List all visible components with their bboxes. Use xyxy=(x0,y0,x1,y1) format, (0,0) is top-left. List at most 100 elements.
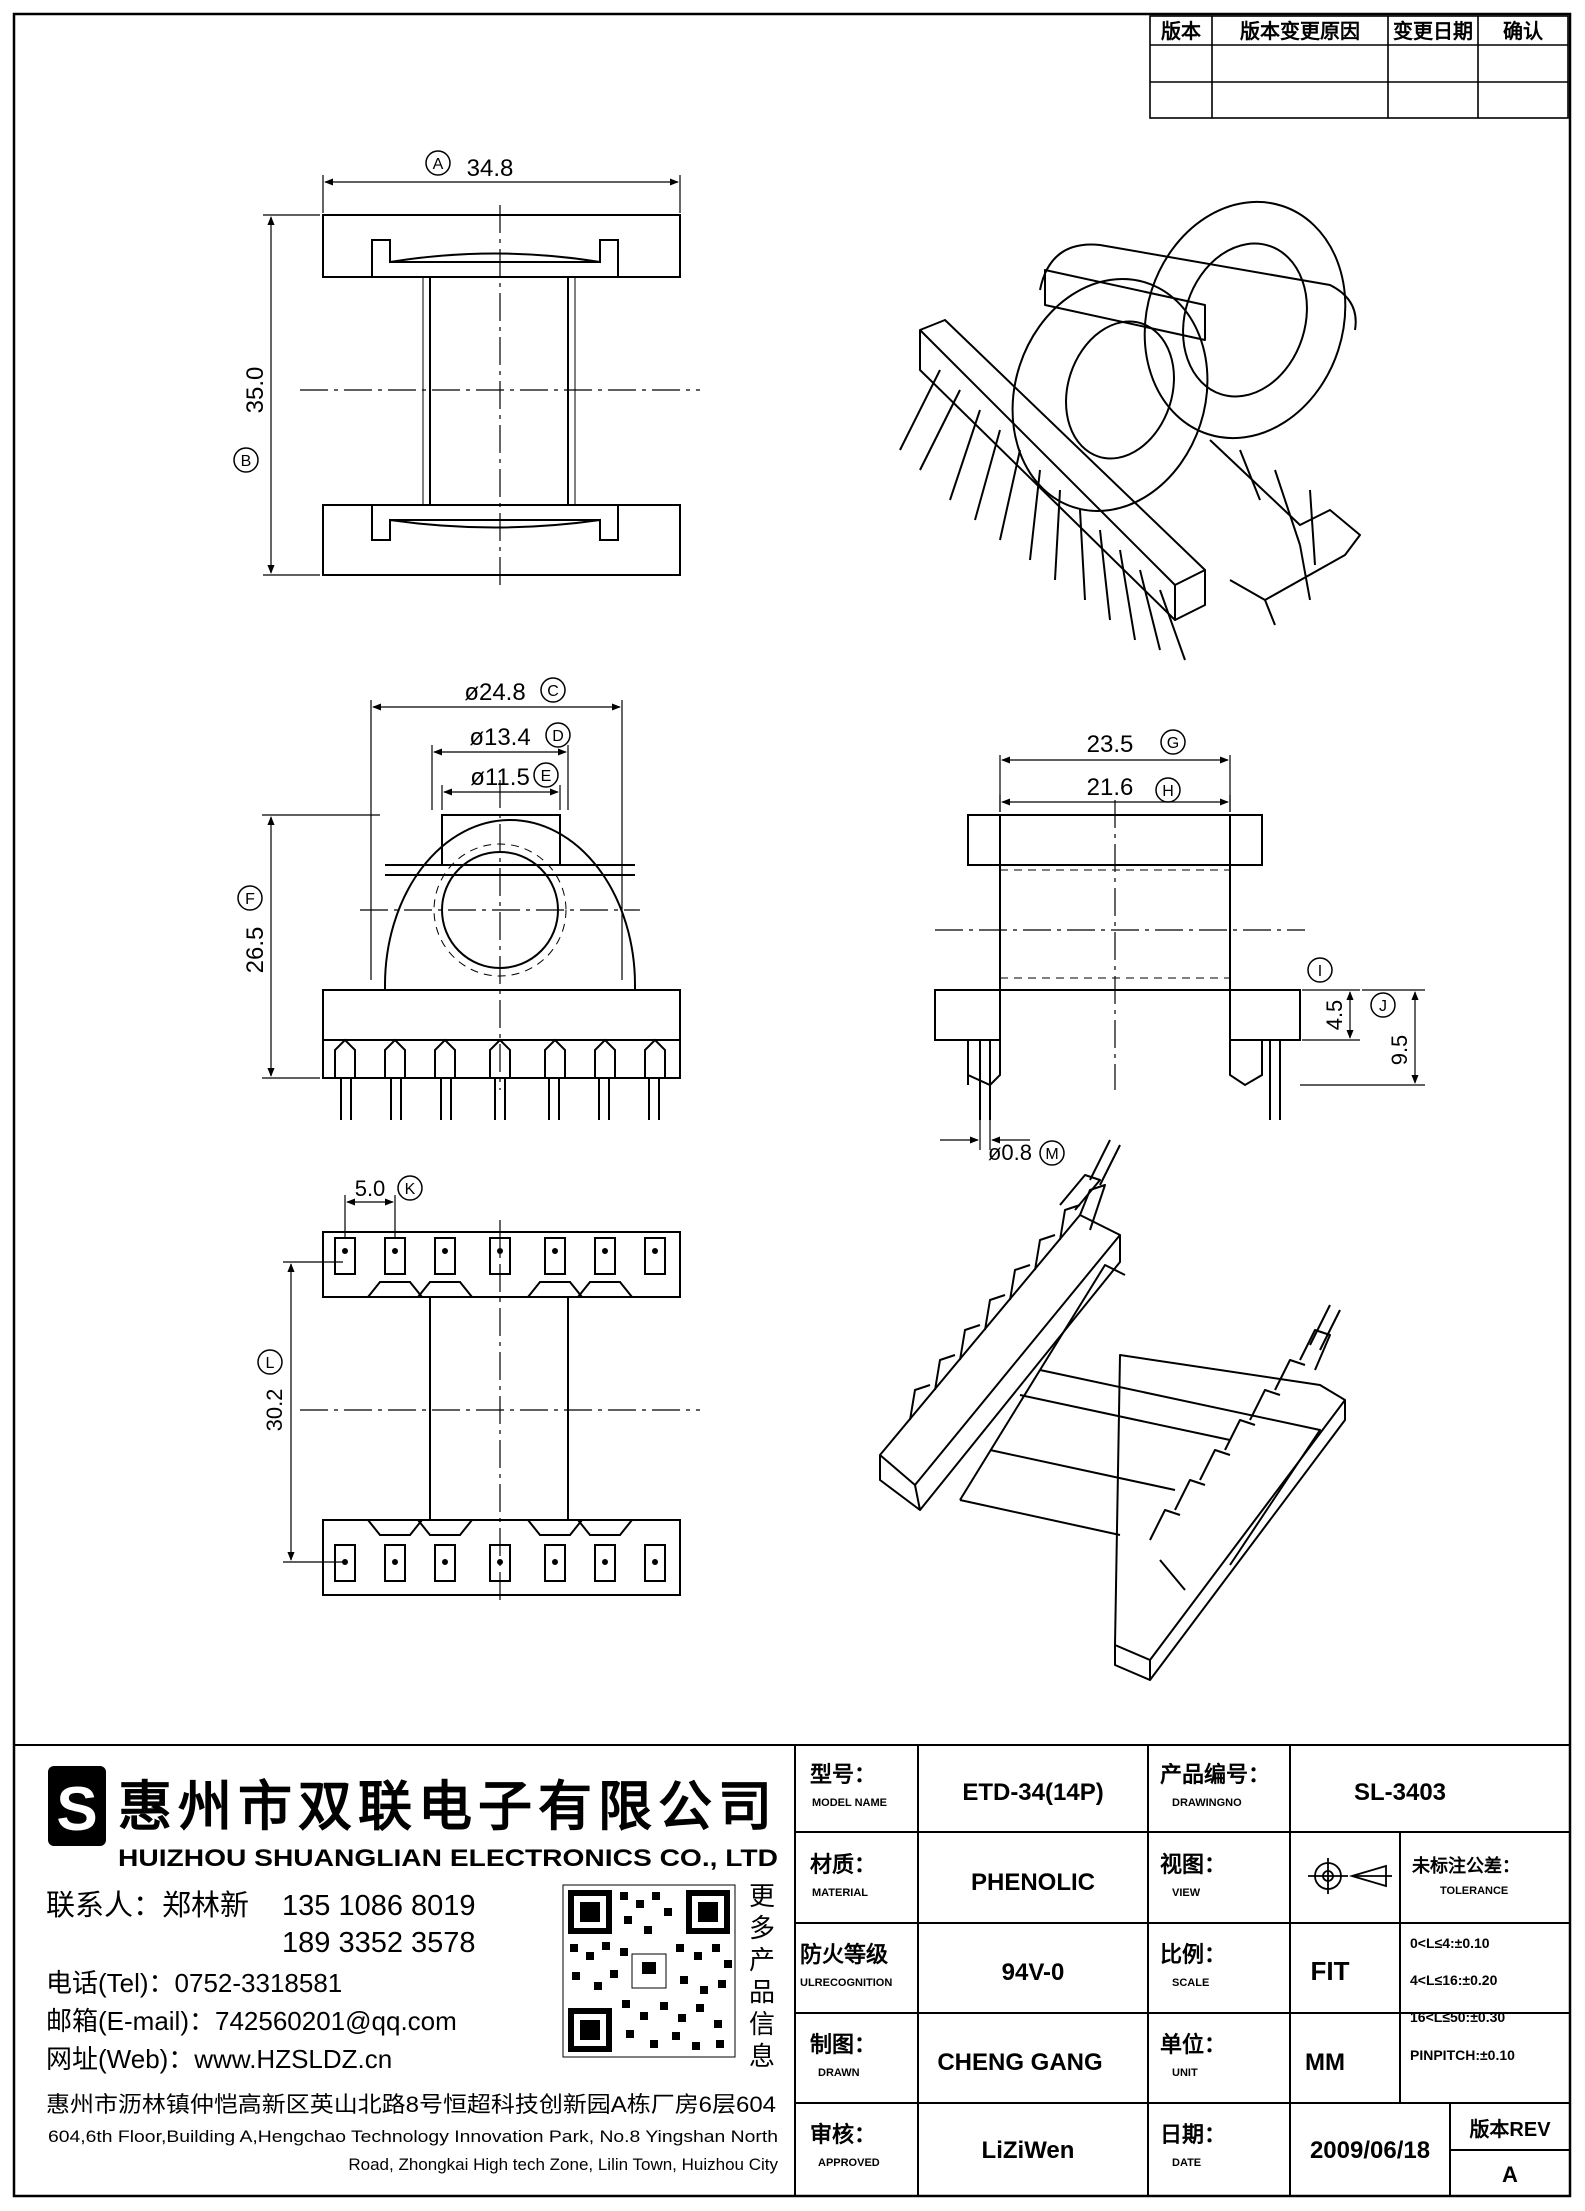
dim-bubble-c xyxy=(540,677,566,703)
dim-bubble-f xyxy=(237,885,263,911)
dim-bubble-i xyxy=(1307,957,1333,983)
dim-bubble-m xyxy=(1039,1140,1065,1166)
dim-value-m: ø0.8 xyxy=(988,1140,1032,1165)
rev-header-reason: 版本变更原因 xyxy=(1240,19,1360,43)
drawn-label-en: DRAWN xyxy=(818,2067,860,2079)
bottom-view xyxy=(322,1231,681,1596)
drawing-no-label: 产品编号： xyxy=(1160,1762,1270,1787)
contact-tel: 电话(Tel)：0752-3318581 xyxy=(46,1968,342,1998)
dim-bubble-h xyxy=(1155,777,1181,803)
rev-header-version: 版本 xyxy=(1161,19,1201,43)
company-logo-icon: S xyxy=(48,1766,106,1846)
fire-value: 94V-0 xyxy=(1002,1959,1065,1986)
dim-value-j: 9.5 xyxy=(1387,1035,1412,1066)
date-value: 2009/06/18 xyxy=(1310,2137,1430,2164)
date-label: 日期： xyxy=(1160,2122,1226,2147)
model-label-en: MODEL NAME xyxy=(812,1797,887,1809)
rev-value: A xyxy=(1502,2162,1518,2187)
dim-bubble-b xyxy=(233,447,259,473)
projection-symbol-icon xyxy=(1308,1858,1392,1894)
contact-phone-1: 135 1086 8019 xyxy=(282,1890,476,1922)
dim-value-b: 35.0 xyxy=(242,367,269,414)
company-name-en: HUIZHOU SHUANGLIAN ELECTRONICS CO., LTD xyxy=(118,1845,778,1872)
dim-letter-m: M xyxy=(1045,1146,1058,1163)
material-value: PHENOLIC xyxy=(971,1869,1095,1896)
address-en-2: Road, Zhongkai High tech Zone, Lilin Tow… xyxy=(348,2155,778,2174)
top-view xyxy=(322,214,681,576)
dim-value-h: 21.6 xyxy=(1087,774,1134,801)
dim-value-c: ø24.8 xyxy=(464,679,525,706)
front-view xyxy=(322,814,681,1120)
dim-bubble-k xyxy=(397,1175,423,1201)
qr-caption-4: 品 xyxy=(749,1977,775,2007)
rev-header-date: 变更日期 xyxy=(1393,19,1473,43)
side-view xyxy=(934,814,1301,1120)
tolerance-1: 0<L≤4:±0.10 xyxy=(1410,1935,1490,1951)
material-label-en: MATERIAL xyxy=(812,1887,868,1899)
svg-text:S: S xyxy=(56,1775,97,1844)
dim-bubble-g xyxy=(1160,729,1186,755)
qr-caption-1: 更 xyxy=(749,1881,775,1911)
drawing-no-value: SL-3403 xyxy=(1354,1779,1446,1806)
dim-letter-d: D xyxy=(552,728,564,745)
view-label-en: VIEW xyxy=(1172,1887,1201,1899)
dim-bubble-l xyxy=(257,1349,283,1375)
dim-letter-h: H xyxy=(1162,783,1174,800)
address-cn: 惠州市沥林镇仲恺高新区英山北路8号恒超科技创新园A栋厂房6层604 xyxy=(46,2092,776,2117)
unit-label: 单位： xyxy=(1160,2032,1226,2057)
dim-bubble-j xyxy=(1370,992,1396,1018)
company-name-cn: 惠州市双联电子有限公司 xyxy=(118,1777,778,1837)
iso-view-top xyxy=(899,200,1361,661)
dim-letter-b: B xyxy=(241,453,252,470)
approved-value: LiZiWen xyxy=(982,2137,1075,2164)
dim-letter-c: C xyxy=(547,683,559,700)
contact-phone-2: 189 3352 3578 xyxy=(282,1927,476,1959)
tolerance-3: 16<L≤50:±0.30 xyxy=(1410,2009,1505,2025)
dim-value-g: 23.5 xyxy=(1087,731,1134,758)
qr-caption-6: 息 xyxy=(749,2041,775,2071)
revision-table xyxy=(1149,15,1569,119)
dim-bubble-e xyxy=(533,762,559,788)
fire-label: 防火等级 xyxy=(800,1942,888,1967)
qr-caption-5: 信 xyxy=(749,2009,775,2039)
dim-letter-g: G xyxy=(1167,735,1179,752)
dim-letter-l: L xyxy=(266,1355,275,1372)
date-label-en: DATE xyxy=(1172,2157,1201,2169)
contact-person: 联系人：郑林新 xyxy=(46,1889,249,1922)
approved-label-en: APPROVED xyxy=(818,2157,880,2169)
dim-letter-a: A xyxy=(433,156,444,173)
dim-value-k: 5.0 xyxy=(355,1176,386,1201)
dim-value-e: ø11.5 xyxy=(470,764,530,791)
scale-value: FIT xyxy=(1311,1956,1350,1986)
frame-border xyxy=(12,12,1572,2198)
model-label: 型号： xyxy=(810,1762,876,1787)
rev-header-confirm: 确认 xyxy=(1503,19,1544,43)
dim-value-i: 4.5 xyxy=(1322,1000,1347,1031)
material-label: 材质： xyxy=(810,1852,876,1877)
contact-email: 邮箱(E-mail)：742560201@qq.com xyxy=(46,2006,457,2036)
contact-web: 网址(Web)：www.HZSLDZ.cn xyxy=(46,2044,392,2074)
dim-value-f: 26.5 xyxy=(242,927,269,974)
rev-label: 版本REV xyxy=(1469,2117,1551,2141)
dim-value-d: ø13.4 xyxy=(469,724,530,751)
tolerance-2: 4<L≤16:±0.20 xyxy=(1410,1972,1498,1988)
drawn-label: 制图： xyxy=(810,2032,876,2057)
qr-code-icon xyxy=(562,1884,736,2058)
drawn-value: CHENG GANG xyxy=(937,2049,1102,2076)
iso-view-bottom xyxy=(879,1139,1346,1681)
dim-bubble-a xyxy=(425,150,451,176)
dim-value-l: 30.2 xyxy=(262,1389,287,1432)
top-view-centerlines xyxy=(300,205,700,585)
fire-label-en: ULRECOGNITION xyxy=(800,1977,892,1989)
model-value: ETD-34(14P) xyxy=(962,1779,1103,1806)
dim-letter-i: I xyxy=(1318,963,1322,980)
drawing-no-label-en: DRAWINGNO xyxy=(1172,1797,1242,1809)
scale-label: 比例： xyxy=(1160,1942,1226,1967)
dim-letter-f: F xyxy=(245,891,255,908)
dim-value-a: 34.8 xyxy=(467,155,514,182)
tolerance-4: PINPITCH:±0.10 xyxy=(1410,2047,1515,2063)
qr-caption-3: 产 xyxy=(749,1945,775,1975)
scale-label-en: SCALE xyxy=(1172,1977,1209,1989)
tolerance-label: 未标注公差： xyxy=(1412,1855,1520,1876)
